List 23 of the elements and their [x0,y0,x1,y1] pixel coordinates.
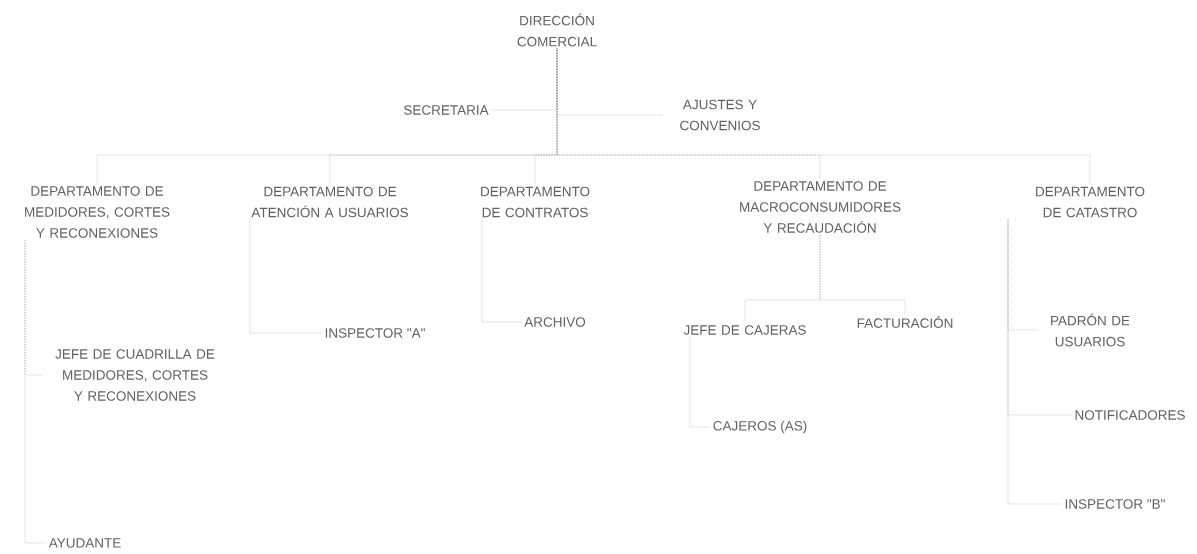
connector-line [24,239,47,544]
unit-label: PADRÓN DE USUARIOS [1051,313,1130,347]
unit-label: AYUDANTE [48,538,121,548]
unit-label: NOTIFICADORES [1075,410,1185,420]
unit-label: SECRETARIA [404,105,489,115]
unit-label: DEPARTAMENTO DE MACROCONSUMIDORES Y RECAUDACIÓN [740,181,901,233]
connector-line [819,234,906,315]
unit-label: ARCHIVO [524,317,586,327]
unit-label: JEFE DE CUADRILLA DE MEDIDORES, CORTES Y RECONEXIONES [55,349,215,401]
unit-label: AJUSTES Y CONVENIOS [680,99,760,131]
unit-label: INSPECTOR "B" [1065,499,1165,509]
unit-label: FACTURACIÓN [857,316,953,328]
unit-label: INSPECTOR "A" [325,328,425,338]
unit-label: DEPARTAMENTO DE CONTRATOS [481,186,590,218]
connector-line [1007,219,1063,505]
unit-label: JEFE DE CAJERAS [683,325,806,335]
unit-label: DEPARTAMENTO DE CATASTRO [1036,186,1145,218]
unit-label: DEPARTAMENTO DE ATENCIÓN A USUARIOS [251,186,408,218]
unit-label: DIRECCIÓN COMERCIAL [517,13,597,47]
unit-label: DEPARTAMENTO DE MEDIDORES, CORTES Y RECONEXIONES [25,186,170,238]
connector-line [556,48,1091,185]
unit-label: CAJEROS (AS) [713,420,807,434]
connector-line [249,219,323,334]
